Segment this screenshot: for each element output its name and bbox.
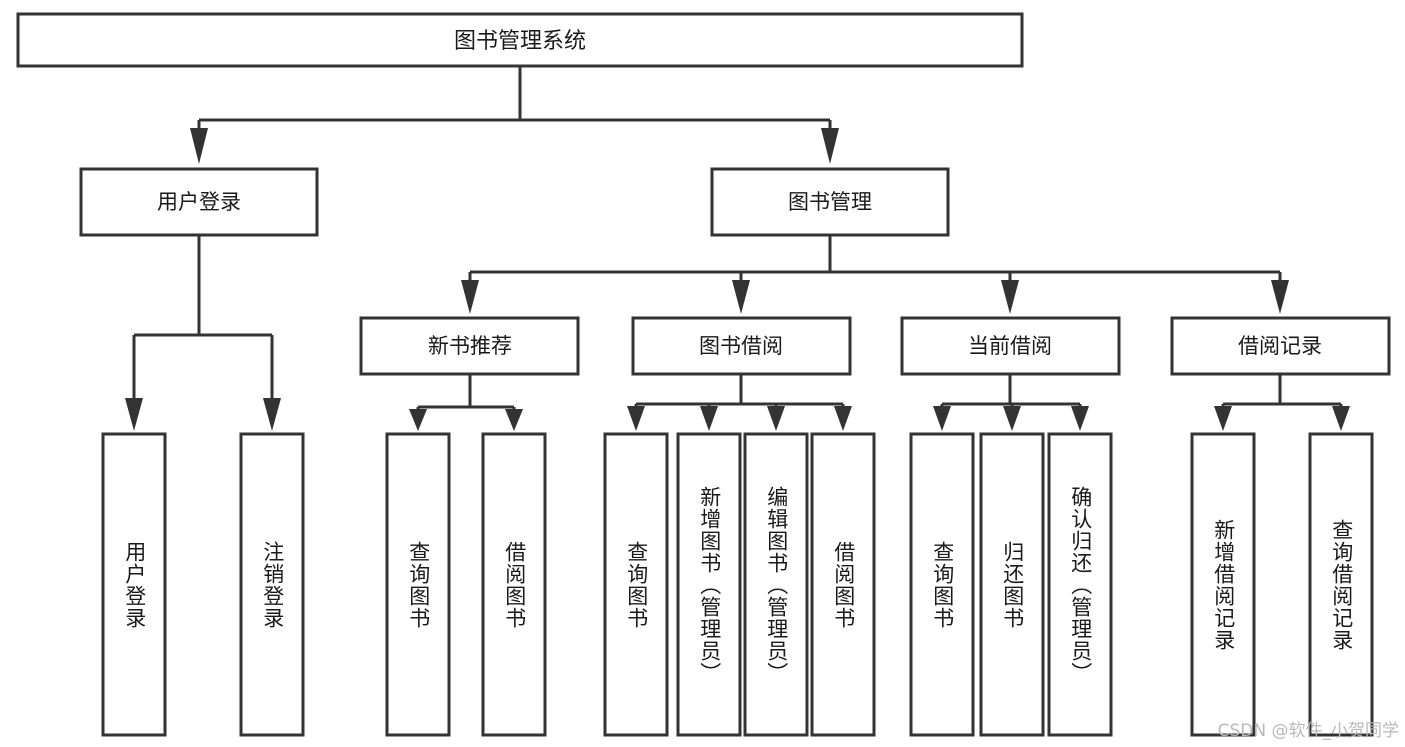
node-user-login-box[interactable]: [79, 167, 319, 237]
leaf-box-add-borrow-record[interactable]: [1190, 432, 1256, 737]
arrowhead-leaf-add-book-admin: [700, 406, 718, 431]
arrowhead-book-borrow: [732, 280, 750, 314]
arrowhead-leaf-borrow-book-rec: [505, 409, 523, 431]
node-current-borrow-label: 当前借阅: [968, 334, 1052, 358]
connector-group-borrow-record: [1214, 374, 1350, 431]
arrowhead-leaf-query-borrow-record: [1332, 406, 1350, 431]
arrowhead-new-book-recommend: [461, 280, 479, 314]
arrowhead-borrow-record: [1271, 280, 1289, 314]
node-book-borrow-box[interactable]: [631, 316, 852, 376]
leaf-box-query-book-rec[interactable]: [385, 432, 451, 737]
connector-group-new-book-recommend: [409, 374, 523, 431]
connector-group-user-login: [125, 235, 281, 431]
node-root[interactable]: 图书管理系统: [16, 12, 1024, 68]
leaf-box-return-book[interactable]: [979, 432, 1045, 737]
leaf-box-borrow-book[interactable]: [810, 432, 876, 737]
node-borrow-record-label: 借阅记录: [1238, 334, 1322, 358]
leaf-box-query-borrow-record[interactable]: [1308, 432, 1374, 737]
arrowhead-leaf-query-book-borrow: [627, 406, 645, 431]
node-current-borrow[interactable]: 当前借阅: [900, 316, 1121, 376]
arrowhead-user-login: [190, 128, 208, 164]
leaf-box-user-login[interactable]: [101, 432, 167, 737]
arrowhead-leaf-user-login: [125, 398, 143, 431]
arrowhead-leaf-confirm-return-admin: [1071, 406, 1089, 431]
connector-group-book-borrow: [627, 374, 852, 431]
node-user-login-label: 用户登录: [157, 190, 241, 214]
node-root-box[interactable]: [16, 12, 1024, 68]
node-new-book-recommend-box[interactable]: [359, 316, 580, 376]
connector-group-book-manage: [461, 235, 1289, 314]
arrowhead-leaf-query-book-rec: [409, 409, 427, 431]
node-borrow-record-box[interactable]: [1170, 316, 1391, 376]
connector-group-root: [190, 66, 839, 164]
node-book-borrow[interactable]: 图书借阅: [631, 316, 852, 376]
node-new-book-recommend-label: 新书推荐: [428, 334, 512, 358]
arrowhead-book-manage: [821, 128, 839, 164]
node-root-label: 图书管理系统: [454, 29, 586, 54]
node-new-book-recommend[interactable]: 新书推荐: [359, 316, 580, 376]
connector-group-current-borrow: [933, 374, 1089, 431]
arrowhead-current-borrow: [1001, 280, 1019, 314]
arrowhead-leaf-return-book: [1003, 406, 1021, 431]
leaf-box-query-book-current[interactable]: [909, 432, 975, 737]
arrowhead-leaf-borrow-book: [834, 406, 852, 431]
node-book-manage-box[interactable]: [710, 167, 950, 237]
node-current-borrow-box[interactable]: [900, 316, 1121, 376]
arrowhead-leaf-edit-book-admin: [767, 406, 785, 431]
node-user-login[interactable]: 用户登录: [79, 167, 319, 237]
csdn-watermark: CSDN @软件_小贺同学: [1217, 721, 1399, 741]
node-borrow-record[interactable]: 借阅记录: [1170, 316, 1391, 376]
arrowhead-leaf-add-borrow-record: [1214, 406, 1232, 431]
leaf-box-confirm-return-admin[interactable]: [1047, 432, 1113, 737]
node-book-manage-label: 图书管理: [788, 190, 872, 214]
leaf-box-add-book-admin[interactable]: [676, 432, 742, 737]
arrowhead-leaf-user-logout: [263, 398, 281, 431]
leaf-box-query-book-borrow[interactable]: [603, 432, 669, 737]
leaf-box-edit-book-admin[interactable]: [743, 432, 809, 737]
leaf-boxes: [101, 432, 1374, 737]
node-book-borrow-label: 图书借阅: [699, 334, 783, 358]
leaf-box-borrow-book-rec[interactable]: [481, 432, 547, 737]
arrowhead-leaf-query-book-current: [933, 406, 951, 431]
node-book-manage[interactable]: 图书管理: [710, 167, 950, 237]
leaf-box-user-logout[interactable]: [239, 432, 305, 737]
